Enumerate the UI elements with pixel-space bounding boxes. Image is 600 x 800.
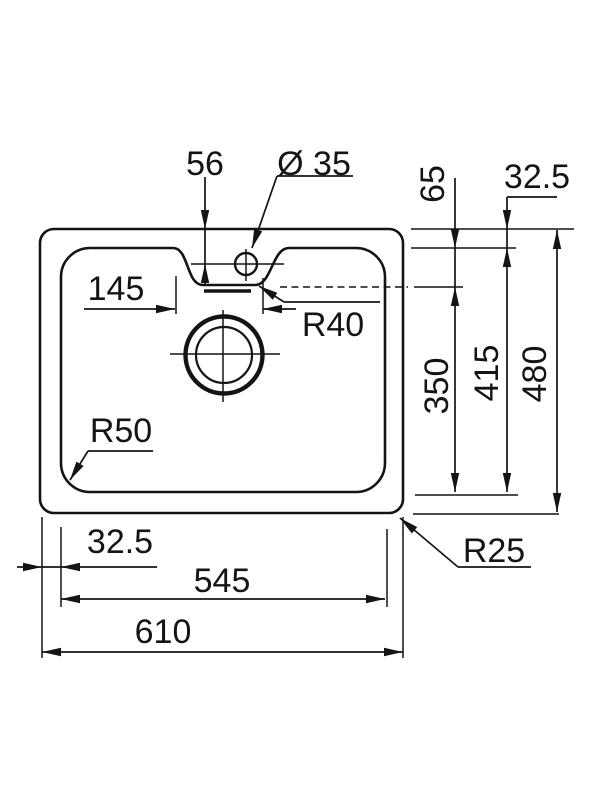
dimension-545: 545 bbox=[61, 562, 385, 604]
dim-label-r25: R25 bbox=[463, 532, 525, 570]
arrowhead bbox=[502, 210, 512, 229]
dim-label-415: 415 bbox=[468, 345, 506, 402]
dimension-diameter-35: Ø 35 bbox=[251, 145, 353, 249]
dim-label-65: 65 bbox=[414, 165, 452, 203]
arrowhead bbox=[263, 304, 282, 314]
dimension-480: 480 bbox=[516, 230, 562, 512]
dim-label-480: 480 bbox=[516, 346, 554, 403]
dimension-32-5-top-and-415: 32.5 415 bbox=[468, 158, 570, 492]
drain-hole-outer bbox=[183, 314, 265, 396]
dimension-145: 145 bbox=[84, 270, 296, 314]
arrowhead bbox=[42, 647, 61, 657]
dimension-r40: R40 bbox=[258, 285, 380, 344]
arrowhead bbox=[366, 594, 385, 604]
dimension-32-5-left: 32.5 bbox=[17, 523, 157, 572]
arrowhead bbox=[450, 229, 460, 248]
dim-label-r50: R50 bbox=[90, 412, 152, 450]
arrowhead bbox=[61, 594, 80, 604]
sink-outer-outline bbox=[38, 227, 405, 515]
dimension-r50: R50 bbox=[69, 412, 153, 481]
dim-label-56: 56 bbox=[186, 145, 224, 183]
dim-label-145: 145 bbox=[88, 270, 145, 308]
dimension-65-and-350: 65 350 bbox=[414, 165, 460, 492]
arrowhead bbox=[259, 286, 278, 300]
arrowhead bbox=[400, 518, 418, 534]
arrowhead bbox=[552, 493, 562, 512]
arrowhead bbox=[200, 210, 210, 229]
arrowhead bbox=[156, 304, 175, 314]
dim-label-350: 350 bbox=[418, 358, 456, 415]
dim-label-32-5-left: 32.5 bbox=[87, 523, 153, 561]
drain-hole-inner bbox=[194, 325, 254, 385]
arrowhead bbox=[552, 230, 562, 249]
arrowhead bbox=[502, 473, 512, 492]
dim-label-32-5-top: 32.5 bbox=[504, 158, 570, 196]
arrowhead bbox=[450, 287, 460, 306]
dim-label-r40: R40 bbox=[302, 306, 364, 344]
dimension-r25: R25 bbox=[399, 517, 531, 570]
dim-label-545: 545 bbox=[194, 562, 251, 600]
sink-basin-outline bbox=[59, 246, 387, 494]
arrowhead bbox=[70, 461, 84, 480]
arrowhead bbox=[252, 228, 263, 248]
arrowhead bbox=[502, 248, 512, 267]
dimension-56: 56 bbox=[186, 145, 224, 284]
dim-label-diameter-35: Ø 35 bbox=[277, 145, 351, 183]
arrowhead bbox=[61, 562, 80, 572]
arrowhead bbox=[200, 264, 210, 283]
dim-label-610: 610 bbox=[135, 613, 192, 651]
dimension-610: 610 bbox=[42, 613, 403, 657]
arrowhead bbox=[384, 647, 403, 657]
arrowhead bbox=[23, 562, 42, 572]
arrowhead bbox=[450, 473, 460, 492]
